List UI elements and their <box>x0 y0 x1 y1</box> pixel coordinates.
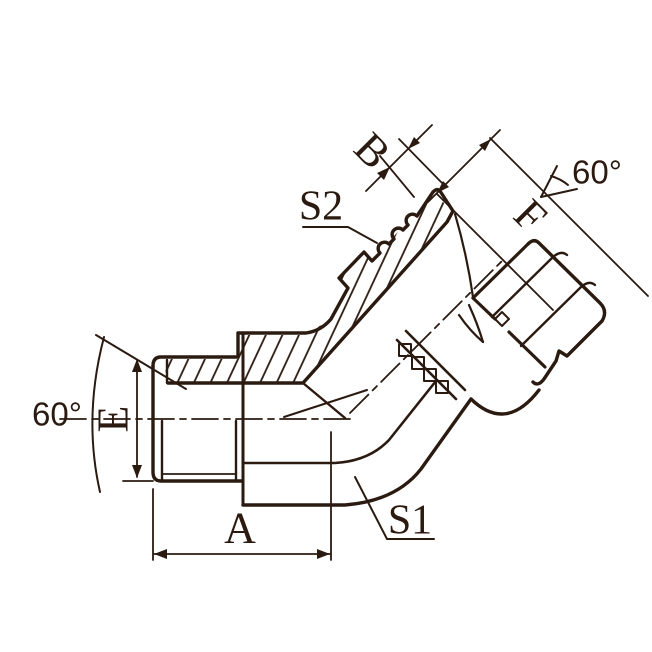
angle-arc-left <box>91 336 105 493</box>
body-outline <box>151 188 541 507</box>
label-e: E <box>88 406 137 433</box>
stud-neck <box>453 212 475 299</box>
leader-s1 <box>354 476 435 540</box>
label-angle-left: 60° <box>32 396 82 433</box>
section-hatch <box>163 192 453 383</box>
label-angle-right: 60° <box>572 154 622 191</box>
label-s1: S1 <box>388 498 432 544</box>
left-port-details <box>95 331 438 507</box>
collar-serrations <box>395 329 467 401</box>
centerline-45deg <box>349 257 506 414</box>
label-a: A <box>224 503 256 552</box>
label-s2: S2 <box>299 184 343 230</box>
dim-a <box>152 431 332 561</box>
swivel-nut <box>457 239 607 386</box>
leader-s2 <box>302 226 378 244</box>
labels: B S2 F 60° 60° E A S1 <box>32 123 622 552</box>
dim-e <box>122 360 154 482</box>
dim-b <box>365 124 444 198</box>
dim-arrowheads <box>132 137 491 559</box>
angle-symbol-right <box>540 165 578 198</box>
